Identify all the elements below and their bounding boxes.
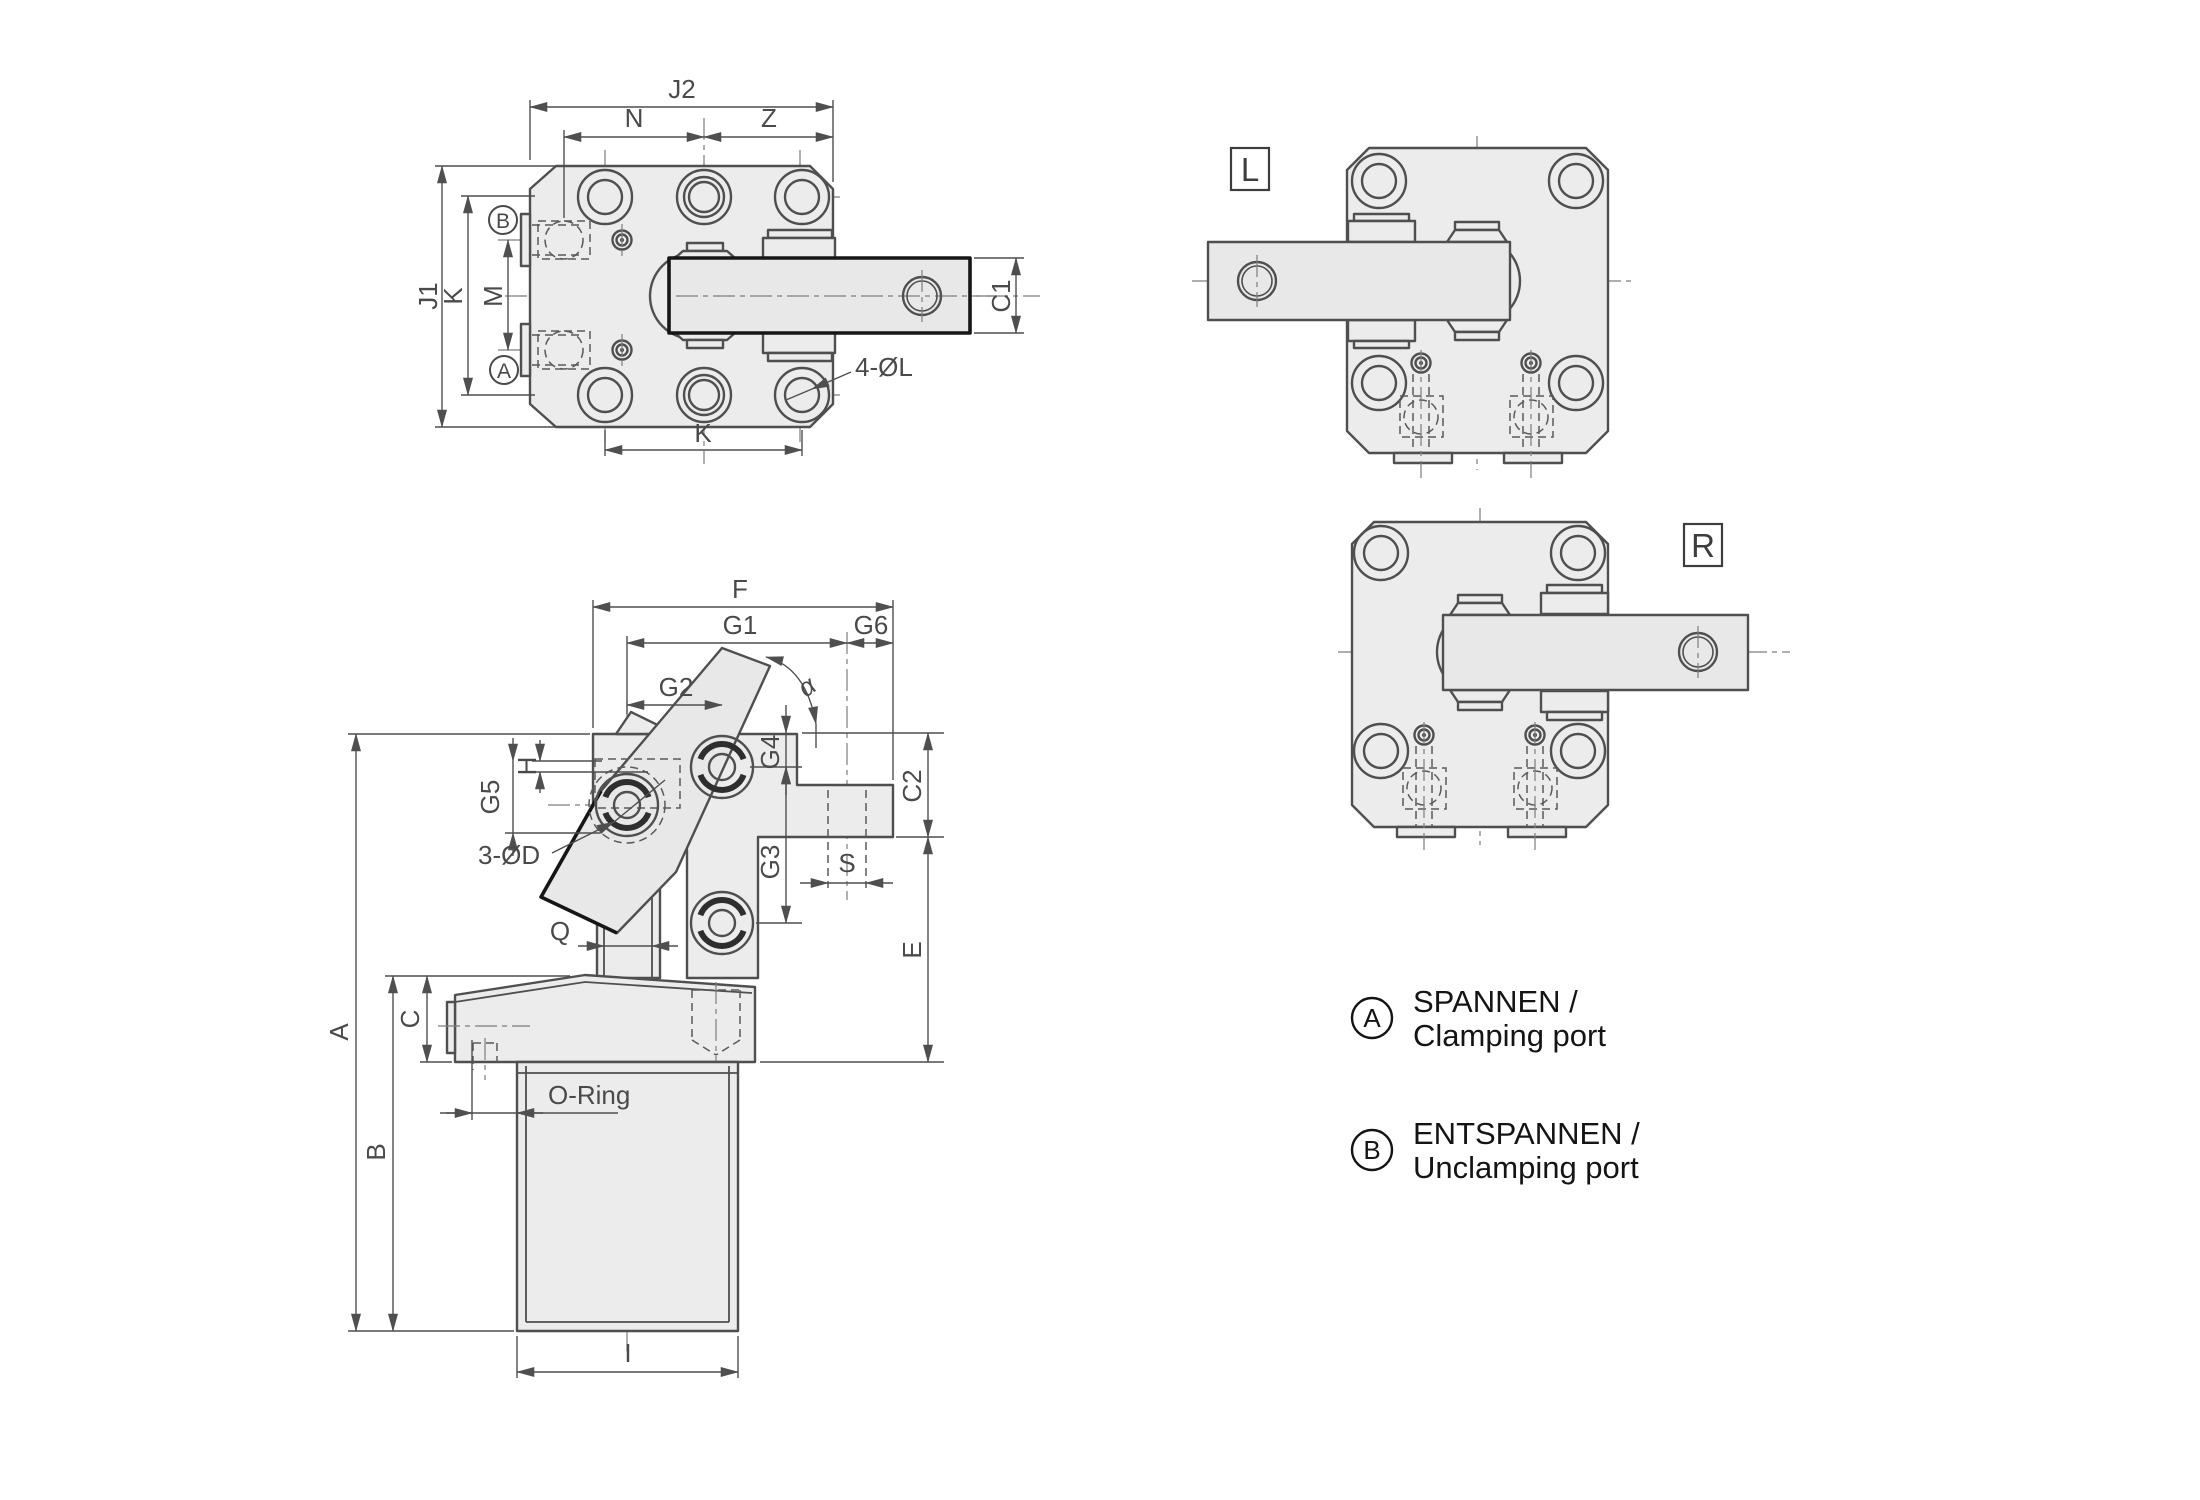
variant-l-arm bbox=[1206, 240, 1512, 322]
legend-a-line2: Clamping port bbox=[1413, 1018, 1606, 1053]
legend-b-line1: ENTSPANNEN / bbox=[1413, 1116, 1640, 1151]
variant-l-ports bbox=[1392, 350, 1564, 478]
port-b-label: B bbox=[496, 210, 510, 233]
variant-l-tag: L bbox=[1241, 151, 1259, 188]
front-elevation-view: F G1 G6 G2 α G4 G3 bbox=[324, 574, 944, 1378]
dim-label-c1: C1 bbox=[986, 279, 1016, 312]
port-a-balloon bbox=[489, 355, 519, 385]
port-b-balloon bbox=[488, 205, 518, 235]
dim-label-3od: 3-ØD bbox=[478, 840, 540, 870]
flange-cap bbox=[453, 973, 757, 1064]
dim-label-g6: G6 bbox=[854, 610, 889, 640]
cylinder-body bbox=[515, 1060, 740, 1333]
dim-label-alpha: α bbox=[792, 669, 823, 703]
dim-label-e: E bbox=[897, 941, 927, 958]
hidden-oring-groove bbox=[472, 1038, 498, 1080]
hidden-port-b bbox=[532, 220, 633, 260]
port-a-label: A bbox=[497, 360, 511, 383]
dim-label-z: Z bbox=[761, 103, 777, 133]
dim-label-j1: J1 bbox=[413, 282, 443, 309]
dim-label-q: Q bbox=[550, 916, 570, 946]
variant-r-tag-box bbox=[1682, 522, 1724, 568]
top-view-dimensions: J2 N Z J1 K M K C1 bbox=[413, 74, 1024, 456]
dim-label-j2: J2 bbox=[668, 74, 695, 104]
hidden-port-a bbox=[532, 330, 633, 370]
dim-label-g1: G1 bbox=[723, 610, 758, 640]
legend-a-line1: SPANNEN / bbox=[1413, 984, 1578, 1019]
variant-l-tag-box bbox=[1229, 146, 1271, 192]
port-boss-a bbox=[519, 322, 532, 378]
legend-symbol-b-balloon bbox=[1350, 1128, 1394, 1172]
dim-label-4ol: 4-ØL bbox=[855, 352, 913, 382]
legend-symbol-a-balloon bbox=[1350, 996, 1394, 1040]
dim-label-oring: O-Ring bbox=[548, 1080, 630, 1110]
dim-label-i: I bbox=[624, 1338, 631, 1368]
dim-label-a: A bbox=[324, 1023, 354, 1041]
hidden-link-plate bbox=[594, 758, 681, 809]
dim-label-g5: G5 bbox=[475, 780, 505, 815]
variant-r-arm bbox=[1441, 613, 1750, 692]
dim-label-k-left: K bbox=[438, 287, 468, 305]
variant-l-view: L bbox=[1192, 136, 1632, 478]
port-boss-b bbox=[519, 212, 532, 268]
dim-label-m: M bbox=[478, 285, 508, 307]
dim-label-k-bottom: K bbox=[694, 418, 712, 448]
port-legend: A SPANNEN / Clamping port B ENTSPANNEN /… bbox=[1350, 984, 1640, 1185]
dim-label-f: F bbox=[732, 574, 748, 604]
dim-label-s: S bbox=[838, 848, 855, 878]
dim-label-h: H bbox=[512, 757, 542, 776]
legend-symbol-b: B bbox=[1363, 1135, 1380, 1165]
dim-label-c2: C2 bbox=[897, 769, 927, 802]
dim-label-g4: G4 bbox=[755, 735, 785, 770]
front-view-dimensions: F G1 G6 G2 α G4 G3 bbox=[324, 574, 944, 1378]
dim-label-g3: G3 bbox=[755, 845, 785, 880]
dim-label-c: C bbox=[395, 1010, 425, 1029]
dim-label-b: B bbox=[361, 1143, 391, 1160]
top-plan-view: B A J2 N Z J1 K M bbox=[413, 74, 1040, 464]
hidden-thread-hole bbox=[691, 982, 741, 1068]
variant-r-view: R bbox=[1338, 508, 1790, 850]
dim-label-g2: G2 bbox=[659, 672, 694, 702]
legend-b-line2: Unclamping port bbox=[1413, 1150, 1639, 1185]
link-pins bbox=[594, 734, 755, 956]
dim-label-n: N bbox=[625, 103, 644, 133]
mounting-bolt-holes bbox=[576, 168, 831, 424]
variant-r-tag: R bbox=[1691, 527, 1715, 564]
legend-symbol-a: A bbox=[1363, 1003, 1381, 1033]
variant-r-ports bbox=[1395, 722, 1568, 850]
